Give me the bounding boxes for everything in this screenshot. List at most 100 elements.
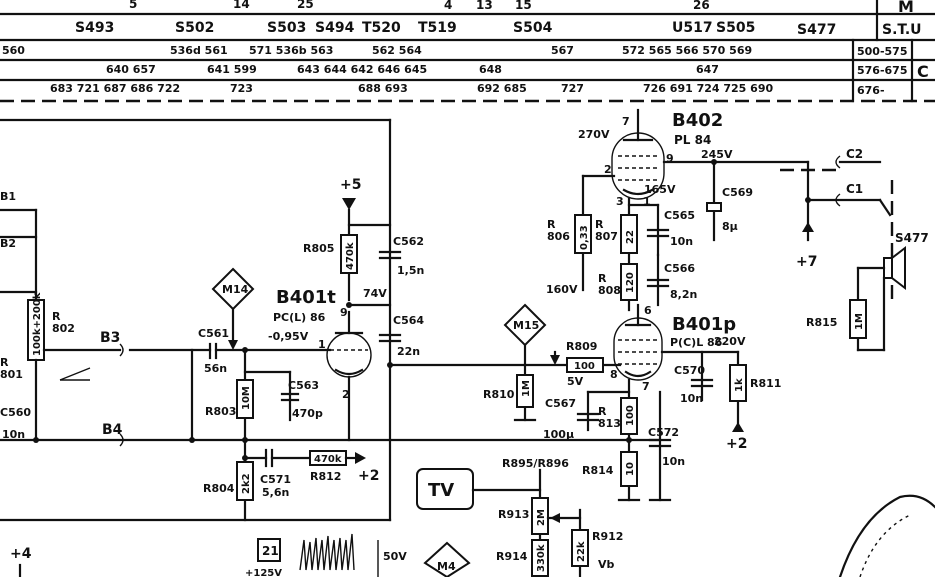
b402-label: B402 [672, 110, 723, 131]
header-index: M S.T.U C 500-575 576-675 676- [857, 0, 929, 97]
top-number: 5 [129, 0, 137, 11]
c563-value: 470p [292, 407, 323, 420]
top-number: 4 [444, 0, 452, 12]
r913-label: R913 [498, 508, 529, 521]
c1-label: C1 [846, 182, 863, 196]
index-stu: S.T.U [882, 22, 922, 38]
pin-7: 7 [642, 380, 650, 393]
resistor-r813 [620, 397, 638, 435]
r805-label: R805 [303, 242, 334, 255]
row3-numbers: 726 691 724 725 690 [643, 82, 773, 95]
top-number: 26 [693, 0, 710, 12]
pin-2: 2 [604, 163, 612, 176]
b3-label: B3 [100, 330, 120, 346]
resistor-r811 [729, 364, 747, 402]
resistor-r807 [620, 214, 638, 254]
r805-value: 470k [345, 242, 356, 270]
row2-numbers: 647 [696, 63, 719, 76]
pin-2: 2 [342, 388, 350, 401]
c566-value: 8,2n [670, 288, 697, 301]
r812-value: 470k [314, 454, 342, 465]
r912-label: R912 [592, 530, 623, 543]
row2-numbers: 641 599 [207, 63, 257, 76]
r808-value: 120 [625, 272, 636, 293]
c569-value: 8µ [722, 220, 738, 233]
r803-value: 10M [241, 386, 252, 410]
r914-value: 330k [536, 544, 547, 572]
row3-numbers: 692 685 [477, 82, 527, 95]
c567-value: 100µ [543, 428, 574, 441]
tv-label: TV [428, 480, 454, 501]
r810-value: 1M [521, 380, 532, 397]
resistor-r804 [236, 461, 254, 501]
index-range: 676- [857, 84, 885, 97]
resistor-r806 [574, 214, 592, 254]
voltage-220v: 220V [714, 335, 746, 348]
r814-value: 10 [625, 462, 636, 476]
c565-value: 10n [670, 235, 693, 248]
row2-numbers: 648 [479, 63, 502, 76]
triode-stage-b401t: M14 +5 470k R805 C562 1,5n B401t PC(L) 8… [198, 177, 424, 522]
c564-label: C564 [393, 314, 424, 327]
c572-value: 10n [662, 455, 685, 468]
pin-7: 7 [622, 115, 630, 128]
r807-value: 22 [625, 230, 636, 244]
r810-label: R810 [483, 388, 515, 401]
m4-label: M4 [437, 560, 456, 573]
plus2-b-label: +2 [726, 436, 747, 452]
speaker-magnet [883, 257, 893, 279]
switch-label: S477 [797, 22, 836, 38]
r809-label: R809 [566, 340, 597, 353]
c571-label: C571 [260, 473, 291, 486]
row1-numbers: 567 [551, 44, 574, 57]
s477-label: S477 [895, 231, 929, 245]
b401p-label: B401p [672, 314, 736, 335]
top-number: 25 [297, 0, 314, 11]
plus7-label: +7 [796, 254, 817, 270]
c2-label: C2 [846, 147, 863, 161]
c564-value: 22n [397, 345, 420, 358]
b4-label: B4 [102, 422, 123, 438]
plus2-label: +2 [358, 468, 379, 484]
r914-label: R914 [496, 550, 528, 563]
pin-8: 8 [610, 368, 618, 381]
switch-label: S494 [315, 20, 355, 36]
marker-21 [257, 538, 281, 562]
header-table [0, 0, 935, 103]
capacitor-c569 [706, 202, 722, 212]
resistor-r803 [236, 379, 254, 419]
pcl86-label: PC(L) 86 [273, 311, 326, 324]
switch-label: S493 [75, 20, 114, 36]
tube-b401p [613, 317, 663, 381]
row3-numbers: 723 [230, 82, 253, 95]
index-c: C [917, 62, 929, 81]
resistor-r809 [566, 357, 604, 373]
r895-label: R895/R896 [502, 457, 569, 470]
resistor-r914 [531, 539, 549, 577]
r802-value: 100k+200k [32, 292, 43, 356]
c562-value: 1,5n [397, 264, 424, 277]
resistor-r808 [620, 263, 638, 301]
voltage-160v: 160V [546, 283, 578, 296]
switch-label: S503 [267, 20, 306, 36]
switch-label: S505 [716, 20, 755, 36]
row3-numbers: 727 [561, 82, 584, 95]
speaker-icon [891, 245, 906, 291]
voltage-50v: 50V [383, 550, 407, 563]
c571-value: 5,6n [262, 486, 289, 499]
pin-1: 1 [318, 338, 326, 351]
c566-label: C566 [664, 262, 695, 275]
r913-value: 2M [536, 509, 547, 526]
marker-21-label: 21 [262, 544, 279, 558]
voltage-neg095: -0,95V [268, 330, 309, 343]
voltage-74v: 74V [363, 287, 387, 300]
c565-label: C565 [664, 209, 695, 222]
waveform-icon [299, 533, 355, 571]
b401t-label: B401t [276, 287, 336, 308]
row3-numbers: 683 721 687 686 722 [50, 82, 180, 95]
voltage-165v: 165V [644, 183, 676, 196]
tv-volume-section: TV R895/R896 2M R913 22k R912 Vb 330k R9… [245, 457, 935, 579]
